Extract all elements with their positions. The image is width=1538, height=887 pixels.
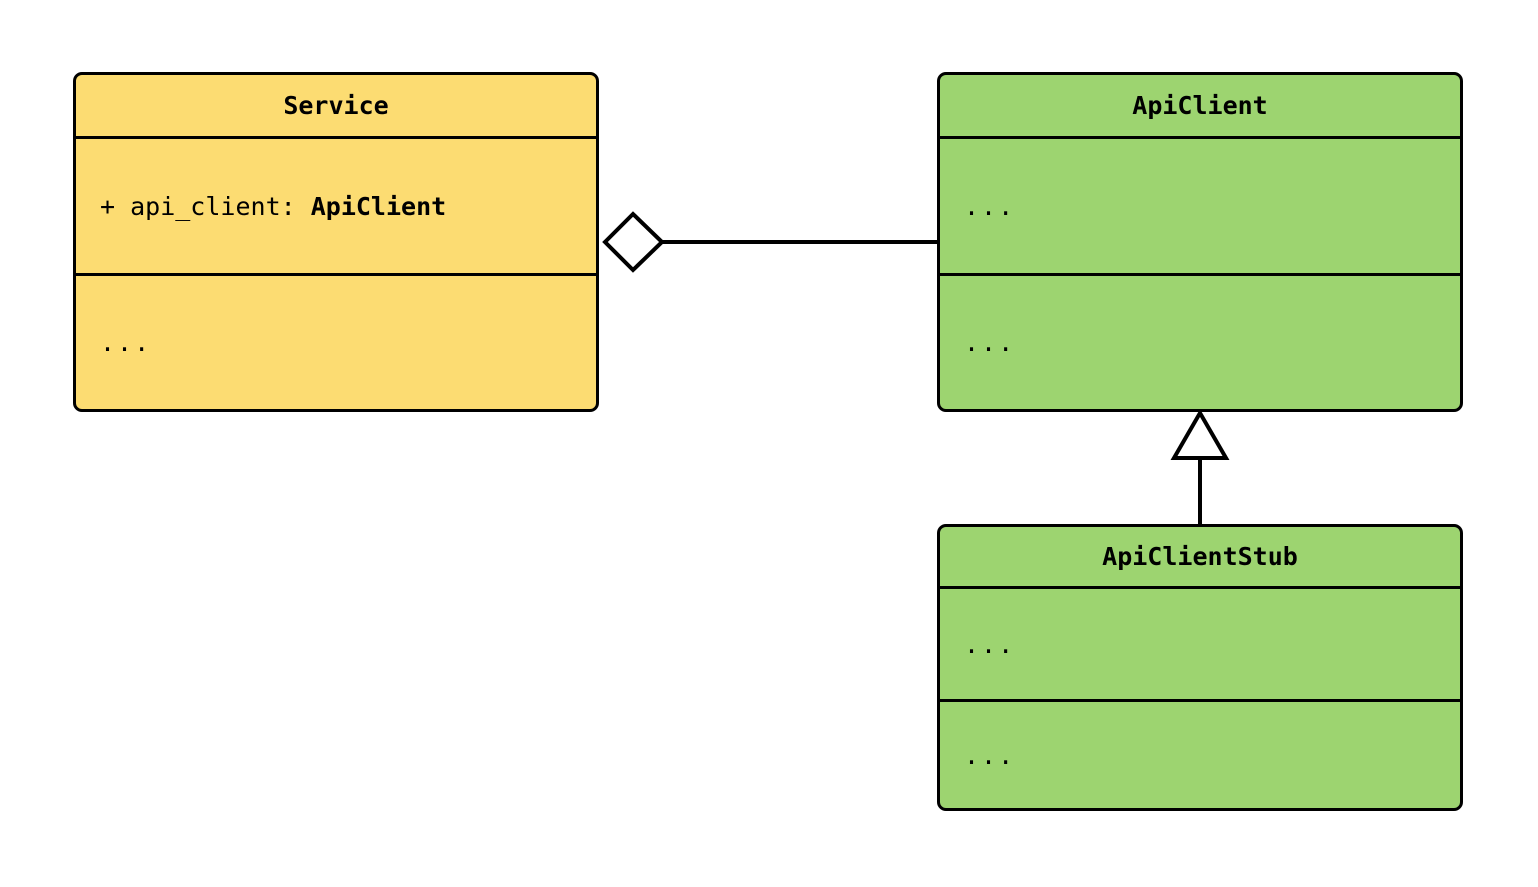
class-name-apiclient: ApiClient bbox=[1132, 91, 1268, 120]
attributes-ellipsis-apiclient: ... bbox=[964, 191, 1016, 221]
class-operations-apiclient: ... bbox=[940, 276, 1460, 409]
class-name-apiclientstub: ApiClientStub bbox=[1102, 542, 1298, 571]
class-box-service[interactable]: Service + api_client: ApiClient ... bbox=[73, 72, 599, 412]
relationship-generalization-apiclientstub-apiclient bbox=[1170, 409, 1230, 524]
class-attributes-apiclientstub: ... bbox=[940, 589, 1460, 702]
class-header-apiclientstub: ApiClientStub bbox=[940, 527, 1460, 589]
hollow-triangle-icon bbox=[1170, 409, 1230, 460]
class-box-apiclientstub[interactable]: ApiClientStub ... ... bbox=[937, 524, 1463, 811]
attribute-row-api-client: + api_client: ApiClient bbox=[100, 192, 446, 221]
operations-ellipsis-service: ... bbox=[100, 328, 152, 357]
class-operations-apiclientstub: ... bbox=[940, 702, 1460, 808]
attribute-label-api-client: + api_client: bbox=[100, 191, 311, 221]
hollow-diamond-icon bbox=[602, 211, 665, 273]
class-header-apiclient: ApiClient bbox=[940, 75, 1460, 139]
class-operations-service: ... bbox=[76, 276, 596, 409]
class-box-apiclient[interactable]: ApiClient ... ... bbox=[937, 72, 1463, 412]
class-attributes-service: + api_client: ApiClient bbox=[76, 139, 596, 276]
attribute-type-api-client: ApiClient bbox=[310, 191, 447, 221]
operations-ellipsis-apiclient: ... bbox=[964, 328, 1016, 357]
operations-ellipsis-apiclientstub: ... bbox=[964, 740, 1016, 770]
relationship-aggregation-service-apiclient bbox=[602, 211, 937, 273]
class-name-service: Service bbox=[283, 91, 389, 120]
class-attributes-apiclient: ... bbox=[940, 139, 1460, 276]
attributes-ellipsis-apiclientstub: ... bbox=[964, 629, 1016, 659]
class-header-service: Service bbox=[76, 75, 596, 139]
